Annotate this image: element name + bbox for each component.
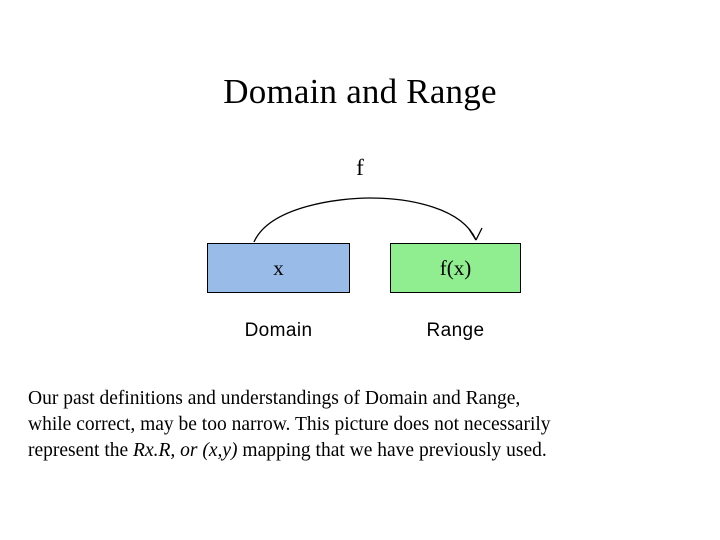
range-box[interactable]: f(x) xyxy=(390,243,521,293)
body-line-3-post: mapping that we have previously used. xyxy=(237,440,547,461)
body-line-3-pre: represent the xyxy=(28,440,134,461)
body-line-2: while correct, may be too narrow. This p… xyxy=(28,414,551,435)
range-caption: Range xyxy=(426,320,485,341)
body-line-1: Our past definitions and understandings … xyxy=(28,388,521,409)
arc-arrowhead xyxy=(468,227,483,241)
range-box-label: f(x) xyxy=(439,255,472,280)
function-label: f xyxy=(356,155,364,180)
domain-box[interactable]: x xyxy=(207,243,350,293)
body-line-3-emphasis: Rx.R, or (x,y) xyxy=(133,440,238,461)
function-arrow-arc xyxy=(250,196,490,244)
page-title: Domain and Range xyxy=(223,72,497,111)
body-paragraph: Our past definitions and understandings … xyxy=(28,386,692,464)
domain-box-label: x xyxy=(273,255,284,280)
arc-path xyxy=(253,197,477,243)
arc-svg xyxy=(253,197,483,243)
domain-caption: Domain xyxy=(244,320,313,341)
